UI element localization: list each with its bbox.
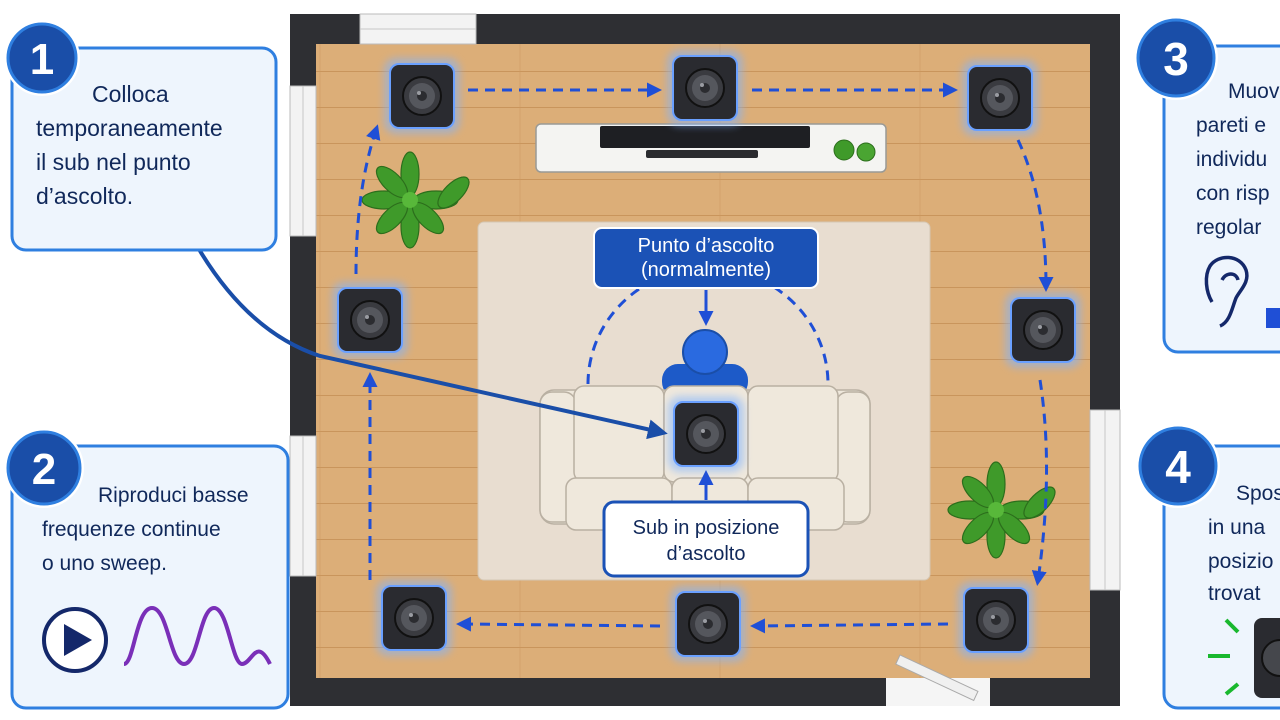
speaker-glow-icon: [1208, 618, 1280, 698]
step-4-line-2: in una: [1208, 516, 1266, 539]
step-3-line-5: regolar: [1196, 216, 1261, 239]
sine-wave-icon: [123, 605, 272, 667]
listening-point-line-1: Punto d’ascolto: [638, 235, 775, 257]
speaker-bottom-right: [958, 582, 1034, 658]
step-4-panel: 4 Spos in una posizio trovat: [1136, 424, 1280, 710]
step-3-number: 3: [1163, 33, 1189, 85]
step-1-line-4: d’ascolto.: [36, 183, 133, 209]
step-1-line-2: temporaneamente: [36, 115, 223, 141]
step-3-line-2: pareti e: [1196, 114, 1266, 137]
step-1-line-3: il sub nel punto: [36, 149, 191, 175]
listening-arc: [586, 266, 830, 385]
door-leaf: [895, 654, 979, 702]
step-2-line-1: Riproduci basse: [98, 484, 249, 507]
speaker-bottom-left: [376, 580, 452, 656]
listening-point-line-2: (normalmente): [641, 259, 771, 281]
step-1-line-1: Colloca: [92, 81, 169, 107]
sub-position-label: Sub in posizione d’ascolto: [602, 500, 810, 578]
speaker-top-left: [384, 58, 460, 134]
sub-position-line-1: Sub in posizione: [633, 517, 780, 539]
tv-console: [535, 123, 887, 173]
step-3-line-4: con risp: [1196, 182, 1270, 205]
speaker-top-center: [667, 50, 743, 126]
step-3-line-1: Muov: [1228, 80, 1280, 103]
speaker-right: [1005, 292, 1081, 368]
step-4-number: 4: [1165, 441, 1191, 493]
crawl-path-arrows: [354, 82, 1054, 634]
step-3-panel: 3 Muov pareti e individu con risp regola…: [1134, 16, 1280, 354]
step-4-line-3: posizio: [1208, 550, 1273, 573]
subwoofer-listening-position: [668, 396, 744, 472]
step-2-line-3: o uno sweep.: [42, 552, 167, 575]
play-icon: [42, 607, 108, 673]
step-2-panel: 2 Riproduci basse frequenze continue o u…: [4, 428, 290, 710]
step-4-line-4: trovat: [1208, 582, 1261, 605]
ear-icon: [1204, 255, 1249, 328]
volume-bar-icon: [1266, 308, 1280, 328]
step-1-number: 1: [30, 35, 54, 84]
step-2-line-2: frequenze continue: [42, 518, 221, 541]
step-2-number: 2: [32, 445, 56, 494]
step1-arrow: [184, 225, 668, 440]
sub-position-line-2: d’ascolto: [667, 543, 746, 565]
speaker-bottom-center: [670, 586, 746, 662]
listening-point-label: Punto d’ascolto (normalmente): [593, 227, 819, 289]
step-4-line-1: Spos: [1236, 482, 1280, 505]
speaker-left: [332, 282, 408, 358]
step-1-panel: 1 Colloca temporaneamente il sub nel pun…: [4, 20, 278, 252]
step-3-line-3: individu: [1196, 148, 1267, 171]
speaker-top-right: [962, 60, 1038, 136]
